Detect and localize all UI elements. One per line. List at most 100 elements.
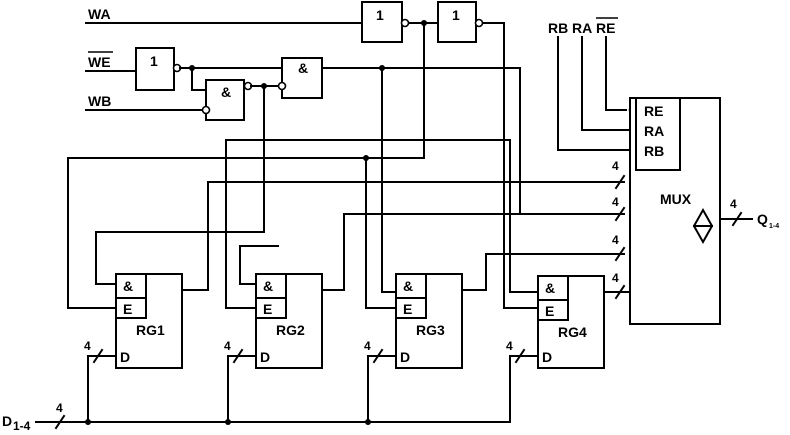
register-rg2-name: RG2 bbox=[276, 322, 305, 338]
we-label: WE bbox=[88, 54, 111, 70]
bus-slash bbox=[614, 246, 626, 262]
junction bbox=[365, 419, 371, 425]
not-gate-we bbox=[135, 47, 175, 91]
bus-slash bbox=[372, 348, 384, 364]
register-rg1-ctrl bbox=[115, 273, 147, 319]
mux-output-label: Q bbox=[757, 211, 768, 227]
register-rg2-and: & bbox=[263, 278, 273, 294]
mux-sel-rb-label: RB bbox=[548, 20, 568, 36]
wire-and2-rg3 bbox=[381, 67, 397, 293]
register-rg4-din bbox=[509, 355, 539, 423]
mux-bus-4: 4 bbox=[612, 271, 619, 285]
wire-notb-out bbox=[482, 22, 539, 309]
register-rg2-ctrl bbox=[255, 273, 287, 319]
data-in-sub: 1-4 bbox=[13, 419, 31, 433]
register-rg4-en: E bbox=[545, 303, 554, 319]
wa-label: WA bbox=[88, 6, 111, 22]
register-rg4-and: & bbox=[545, 280, 555, 296]
data-in-label: D bbox=[2, 413, 12, 429]
and-gate-1-bubble-in bbox=[201, 105, 211, 115]
not-gate-b-bubble bbox=[474, 18, 484, 28]
wire-nota-down bbox=[67, 22, 425, 309]
register-rg3 bbox=[395, 273, 463, 369]
mux-bus-2: 4 bbox=[612, 195, 619, 209]
mux-ctrl-box bbox=[635, 97, 681, 171]
register-rg1 bbox=[115, 273, 183, 369]
register-rg2-out bbox=[321, 213, 625, 291]
register-rg2-d: D bbox=[260, 349, 270, 365]
mux-tristate-symbol bbox=[692, 207, 714, 245]
not-gate-wa-bubble bbox=[400, 18, 410, 28]
junction bbox=[189, 65, 195, 71]
wire-nota-rg3 bbox=[365, 157, 397, 309]
junction bbox=[85, 419, 91, 425]
mux-sel-ra bbox=[581, 36, 641, 131]
and-gate-1-symbol: & bbox=[221, 84, 231, 100]
register-rg1-din bbox=[87, 355, 117, 423]
register-rg1-name: RG1 bbox=[136, 322, 165, 338]
mux-sel-rb bbox=[557, 36, 641, 151]
register-rg2-din bbox=[227, 355, 257, 423]
register-rg2 bbox=[255, 273, 323, 369]
wire-and2-out bbox=[321, 67, 521, 213]
bus-slash bbox=[614, 174, 626, 190]
bus-slash bbox=[614, 206, 626, 222]
wire-rg2-en bbox=[225, 139, 539, 293]
and-gate-2-bubble-in bbox=[277, 81, 287, 91]
register-rg3-out bbox=[461, 253, 625, 291]
and-gate-1 bbox=[205, 79, 245, 121]
register-rg3-name: RG3 bbox=[416, 322, 445, 338]
wire-rg2-and bbox=[239, 245, 257, 285]
wire-wen-and1 bbox=[191, 67, 207, 91]
mux-port-rb: RB bbox=[644, 143, 664, 159]
register-rg3-en: E bbox=[403, 301, 412, 317]
mux-label: MUX bbox=[660, 191, 692, 207]
register-rg3-din bbox=[367, 355, 397, 423]
mux-block bbox=[629, 97, 721, 325]
mux-bus-3: 4 bbox=[612, 233, 619, 247]
wire-rg2-en-b bbox=[225, 139, 257, 309]
not-gate-we-symbol: 1 bbox=[150, 53, 158, 69]
wb-label: WB bbox=[88, 93, 111, 109]
and-gate-2 bbox=[281, 57, 323, 99]
junction bbox=[261, 83, 267, 89]
register-rg3-bus: 4 bbox=[364, 339, 371, 353]
register-rg3-ctrl bbox=[395, 273, 427, 319]
bus-slash bbox=[54, 414, 66, 430]
register-rg1-bus: 4 bbox=[84, 339, 91, 353]
register-rg3-d: D bbox=[400, 349, 410, 365]
register-rg4-bus: 4 bbox=[506, 339, 513, 353]
mux-port-ra: RA bbox=[644, 123, 664, 139]
bus-slash bbox=[731, 211, 743, 227]
mux-output-sub: 1-4 bbox=[769, 223, 779, 230]
not-gate-wa-symbol: 1 bbox=[376, 7, 384, 23]
wire-and1-down bbox=[95, 85, 265, 285]
register-rg1-d: D bbox=[120, 349, 130, 365]
and-gate-2-symbol: & bbox=[298, 60, 308, 76]
data-in-bus: 4 bbox=[56, 401, 63, 415]
register-rg4 bbox=[537, 275, 605, 369]
bus-slash bbox=[232, 348, 244, 364]
bus-slash bbox=[614, 284, 626, 300]
mux-port-re: RE bbox=[644, 103, 663, 119]
junction bbox=[225, 419, 231, 425]
bus-slash bbox=[514, 348, 526, 364]
register-rg1-and: & bbox=[123, 278, 133, 294]
register-rg4-d: D bbox=[542, 349, 552, 365]
mux-bus-1: 4 bbox=[612, 159, 619, 173]
register-rg3-and: & bbox=[403, 278, 413, 294]
mux-sel-ra-label: RA bbox=[572, 20, 592, 36]
not-gate-b-symbol: 1 bbox=[452, 7, 460, 23]
register-rg1-en: E bbox=[123, 301, 132, 317]
register-rg4-name: RG4 bbox=[558, 324, 587, 340]
mux-out-bus: 4 bbox=[730, 197, 737, 211]
mux-sel-re bbox=[605, 36, 627, 111]
mux-sel-re-label: RE bbox=[596, 20, 615, 36]
not-gate-wa bbox=[361, 1, 403, 43]
register-rg2-en: E bbox=[263, 301, 272, 317]
register-rg1-out bbox=[181, 181, 625, 291]
register-rg4-ctrl bbox=[537, 275, 569, 321]
bus-slash bbox=[92, 348, 104, 364]
register-rg2-bus: 4 bbox=[224, 339, 231, 353]
